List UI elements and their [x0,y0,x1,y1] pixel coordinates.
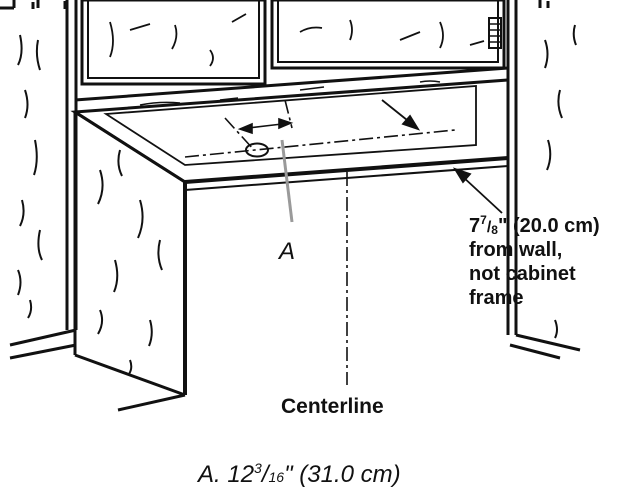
centerline-label: Centerline [281,395,384,418]
mounting-hole [245,142,269,158]
right-wall [506,0,581,360]
wall-offset-arrow [381,99,421,131]
figure-caption: A. 123/16" (31.0 cm) [196,460,401,488]
callout-leader-line [280,139,294,223]
note-fraction-numerator: 7 [480,213,487,227]
svg-text:77/8" (20.0 cm): 77/8" (20.0 cm) [469,213,600,237]
caption-prefix: A. 12 [196,461,254,488]
note-metric: " (20.0 cm) [498,215,600,237]
hole-offset-dashline-right [284,99,293,129]
caption-fraction-numerator: 3 [254,460,262,476]
dimension-arrow-a [237,117,294,135]
wall-distance-note: 77/8" (20.0 cm) from wall, not cabinet f… [469,213,600,309]
cropped-heading-fragment [0,0,67,10]
note-line-3: not cabinet [469,263,576,285]
note-line-4: frame [469,287,523,309]
wall-offset-dashline [184,129,456,158]
note-leader-arrow [452,167,503,214]
cabinet-bottom-panel [70,66,510,191]
caption-fraction-denominator: 16 [269,469,285,485]
caption-suffix: " (31.0 cm) [284,461,401,488]
cabinet-side-panel [73,110,187,412]
left-wall [9,0,78,360]
note-fraction-denominator: 8 [491,223,498,237]
note-whole-number: 7 [469,215,480,237]
upper-cabinet [80,0,506,86]
cropped-heading-fragment-right [538,0,550,8]
callout-letter-a: A [277,238,295,265]
note-line-2: from wall, [469,239,562,261]
